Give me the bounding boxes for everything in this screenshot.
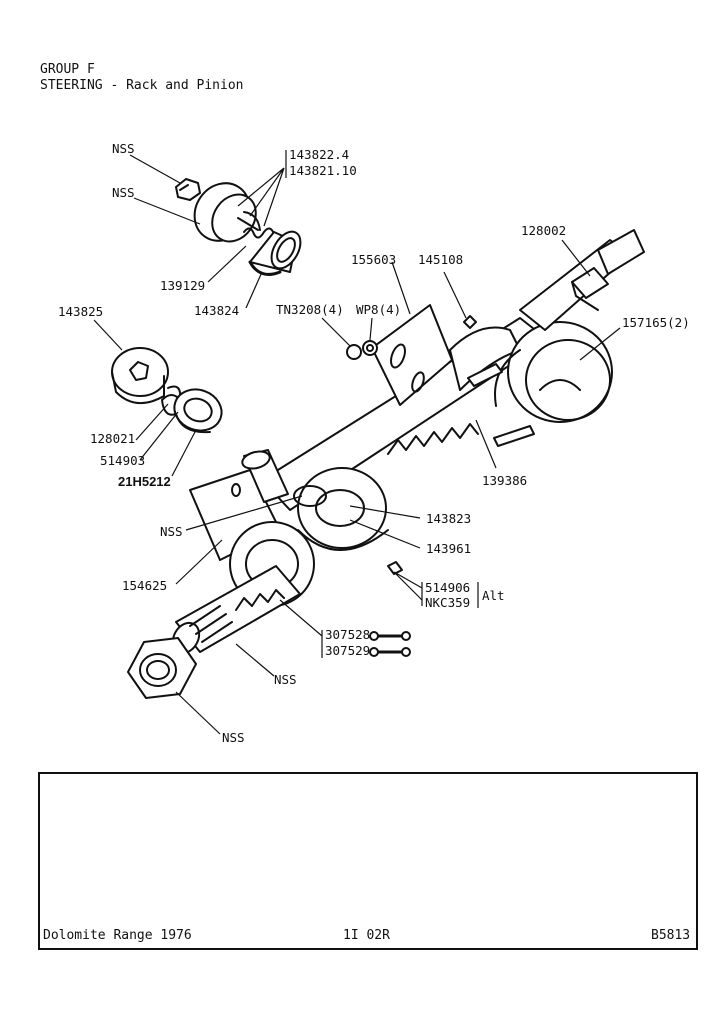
rack-housing: [261, 229, 645, 511]
leader-lines: [93, 150, 621, 735]
label-nkc359: NKC359: [425, 595, 470, 610]
label-21h5212: 21H5212: [118, 474, 171, 489]
label-nss-lower: NSS: [274, 672, 297, 687]
exploded-parts-diagram: NSS NSS 143822.4 143821.10 139129 143824…: [58, 141, 690, 745]
section-title: STEERING - Rack and Pinion: [40, 78, 244, 93]
label-307528: 307528: [325, 627, 370, 642]
page-header: GROUP F STEERING - Rack and Pinion: [40, 62, 244, 94]
label-143961: 143961: [426, 541, 471, 556]
label-514906: 514906: [425, 580, 470, 595]
label-157165: 157165(2): [622, 315, 690, 330]
footer-model: Dolomite Range 1976: [43, 928, 192, 943]
seat-part: [173, 388, 223, 434]
footer-plate-number: B5813: [651, 928, 691, 943]
label-alt: Alt: [482, 588, 505, 603]
adjuster-cap-part: [111, 347, 182, 404]
label-154625: 154625: [122, 578, 167, 593]
label-wp8: WP8(4): [356, 302, 401, 317]
label-128002: 128002: [521, 223, 566, 238]
label-128021: 128021: [90, 431, 135, 446]
small-plug-part: [175, 178, 201, 201]
lower-rack-tube: [171, 521, 315, 655]
label-nss-bottom: NSS: [222, 730, 245, 745]
notes-box: [38, 772, 698, 950]
label-139386: 139386: [482, 473, 527, 488]
footer-page-code: 1I 02R: [343, 928, 390, 943]
cylinder-part: [248, 230, 302, 276]
label-nss-mid: NSS: [160, 524, 183, 539]
label-143823: 143823: [426, 511, 471, 526]
spring-part: [243, 227, 275, 239]
label-143825: 143825: [58, 304, 103, 319]
tie-clip-parts: [369, 631, 411, 657]
label-nss-top: NSS: [112, 141, 135, 156]
label-139129: 139129: [160, 278, 205, 293]
hex-cover-part: [193, 182, 261, 243]
label-nss-second: NSS: [112, 185, 135, 200]
label-143824: 143824: [194, 303, 239, 318]
lock-nut-part: [127, 637, 197, 699]
group-title: GROUP F: [40, 62, 95, 77]
label-143821: 143821.10: [289, 163, 357, 178]
label-155603: 155603: [351, 252, 396, 267]
label-514903: 514903: [100, 453, 145, 468]
label-143822: 143822.4: [289, 147, 349, 162]
label-145108: 145108: [418, 252, 463, 267]
label-307529: 307529: [325, 643, 370, 658]
nut-washer-parts: [346, 340, 378, 360]
pinion-assembly: [189, 449, 403, 575]
label-tn3208: TN3208(4): [276, 302, 344, 317]
